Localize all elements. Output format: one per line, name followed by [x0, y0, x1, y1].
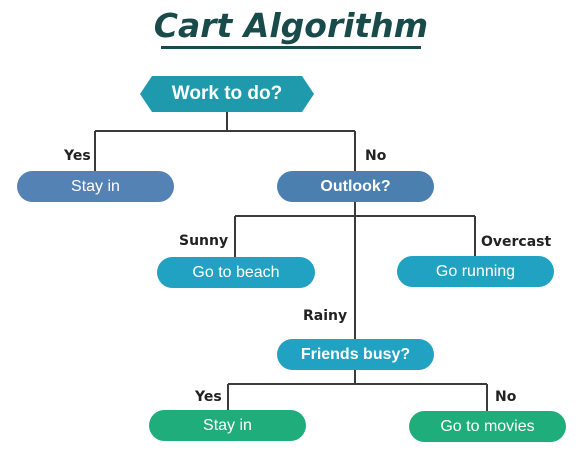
edge-label-sunny: Sunny	[179, 233, 229, 249]
edge-label-no-1: No	[365, 148, 387, 164]
node-go-to-beach: Go to beach	[157, 257, 315, 288]
edge-label-yes-2: Yes	[195, 389, 222, 405]
node-go-running: Go running	[397, 256, 554, 287]
node-outlook: Outlook?	[277, 171, 434, 202]
diagram-title: Cart Algorithm	[153, 6, 429, 45]
edge-label-yes-1: Yes	[64, 148, 91, 164]
node-friends-busy: Friends busy?	[277, 339, 434, 370]
edge-label-overcast: Overcast	[481, 234, 552, 250]
edge-label-no-2: No	[495, 389, 517, 405]
edge-label-rainy: Rainy	[303, 308, 348, 324]
node-work-to-do: Work to do?	[140, 76, 314, 112]
node-stay-in-1: Stay in	[17, 171, 174, 202]
node-stay-in-2: Stay in	[149, 410, 306, 441]
title-underline	[161, 46, 421, 49]
node-go-to-movies: Go to movies	[409, 411, 566, 442]
